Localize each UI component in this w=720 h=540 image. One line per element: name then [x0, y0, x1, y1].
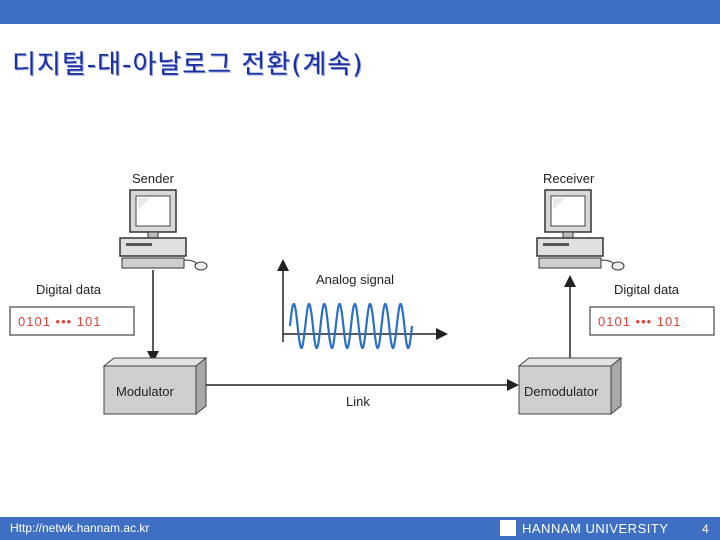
link-label: Link: [346, 394, 370, 409]
top-banner: [0, 0, 720, 24]
signal-label: Analog signal: [316, 272, 394, 287]
right-data-label: Digital data: [614, 282, 680, 297]
left-data-label: Digital data: [36, 282, 102, 297]
receiver-computer-icon: [537, 190, 624, 270]
left-bits: 0101 ••• 101: [18, 314, 102, 329]
slide-title: 디지털-대-아날로그 전환(계속): [12, 44, 363, 81]
university-logo-icon: [500, 520, 516, 536]
sender-label: Sender: [132, 171, 175, 186]
footer-bar: Http://netwk.hannam.ac.kr HANNAM UNIVERS…: [0, 517, 720, 540]
demodulator-label: Demodulator: [524, 384, 599, 399]
footer-url[interactable]: Http://netwk.hannam.ac.kr: [10, 521, 149, 535]
right-bits: 0101 ••• 101: [598, 314, 682, 329]
modulation-diagram: Sender Receiver Digital data Digital dat…: [0, 150, 720, 420]
receiver-label: Receiver: [543, 171, 595, 186]
sender-computer-icon: [120, 190, 207, 270]
page-number: 4: [702, 522, 709, 536]
analog-signal-wave: [290, 304, 412, 348]
modulator-label: Modulator: [116, 384, 174, 399]
footer-university: HANNAM UNIVERSITY: [522, 521, 668, 536]
